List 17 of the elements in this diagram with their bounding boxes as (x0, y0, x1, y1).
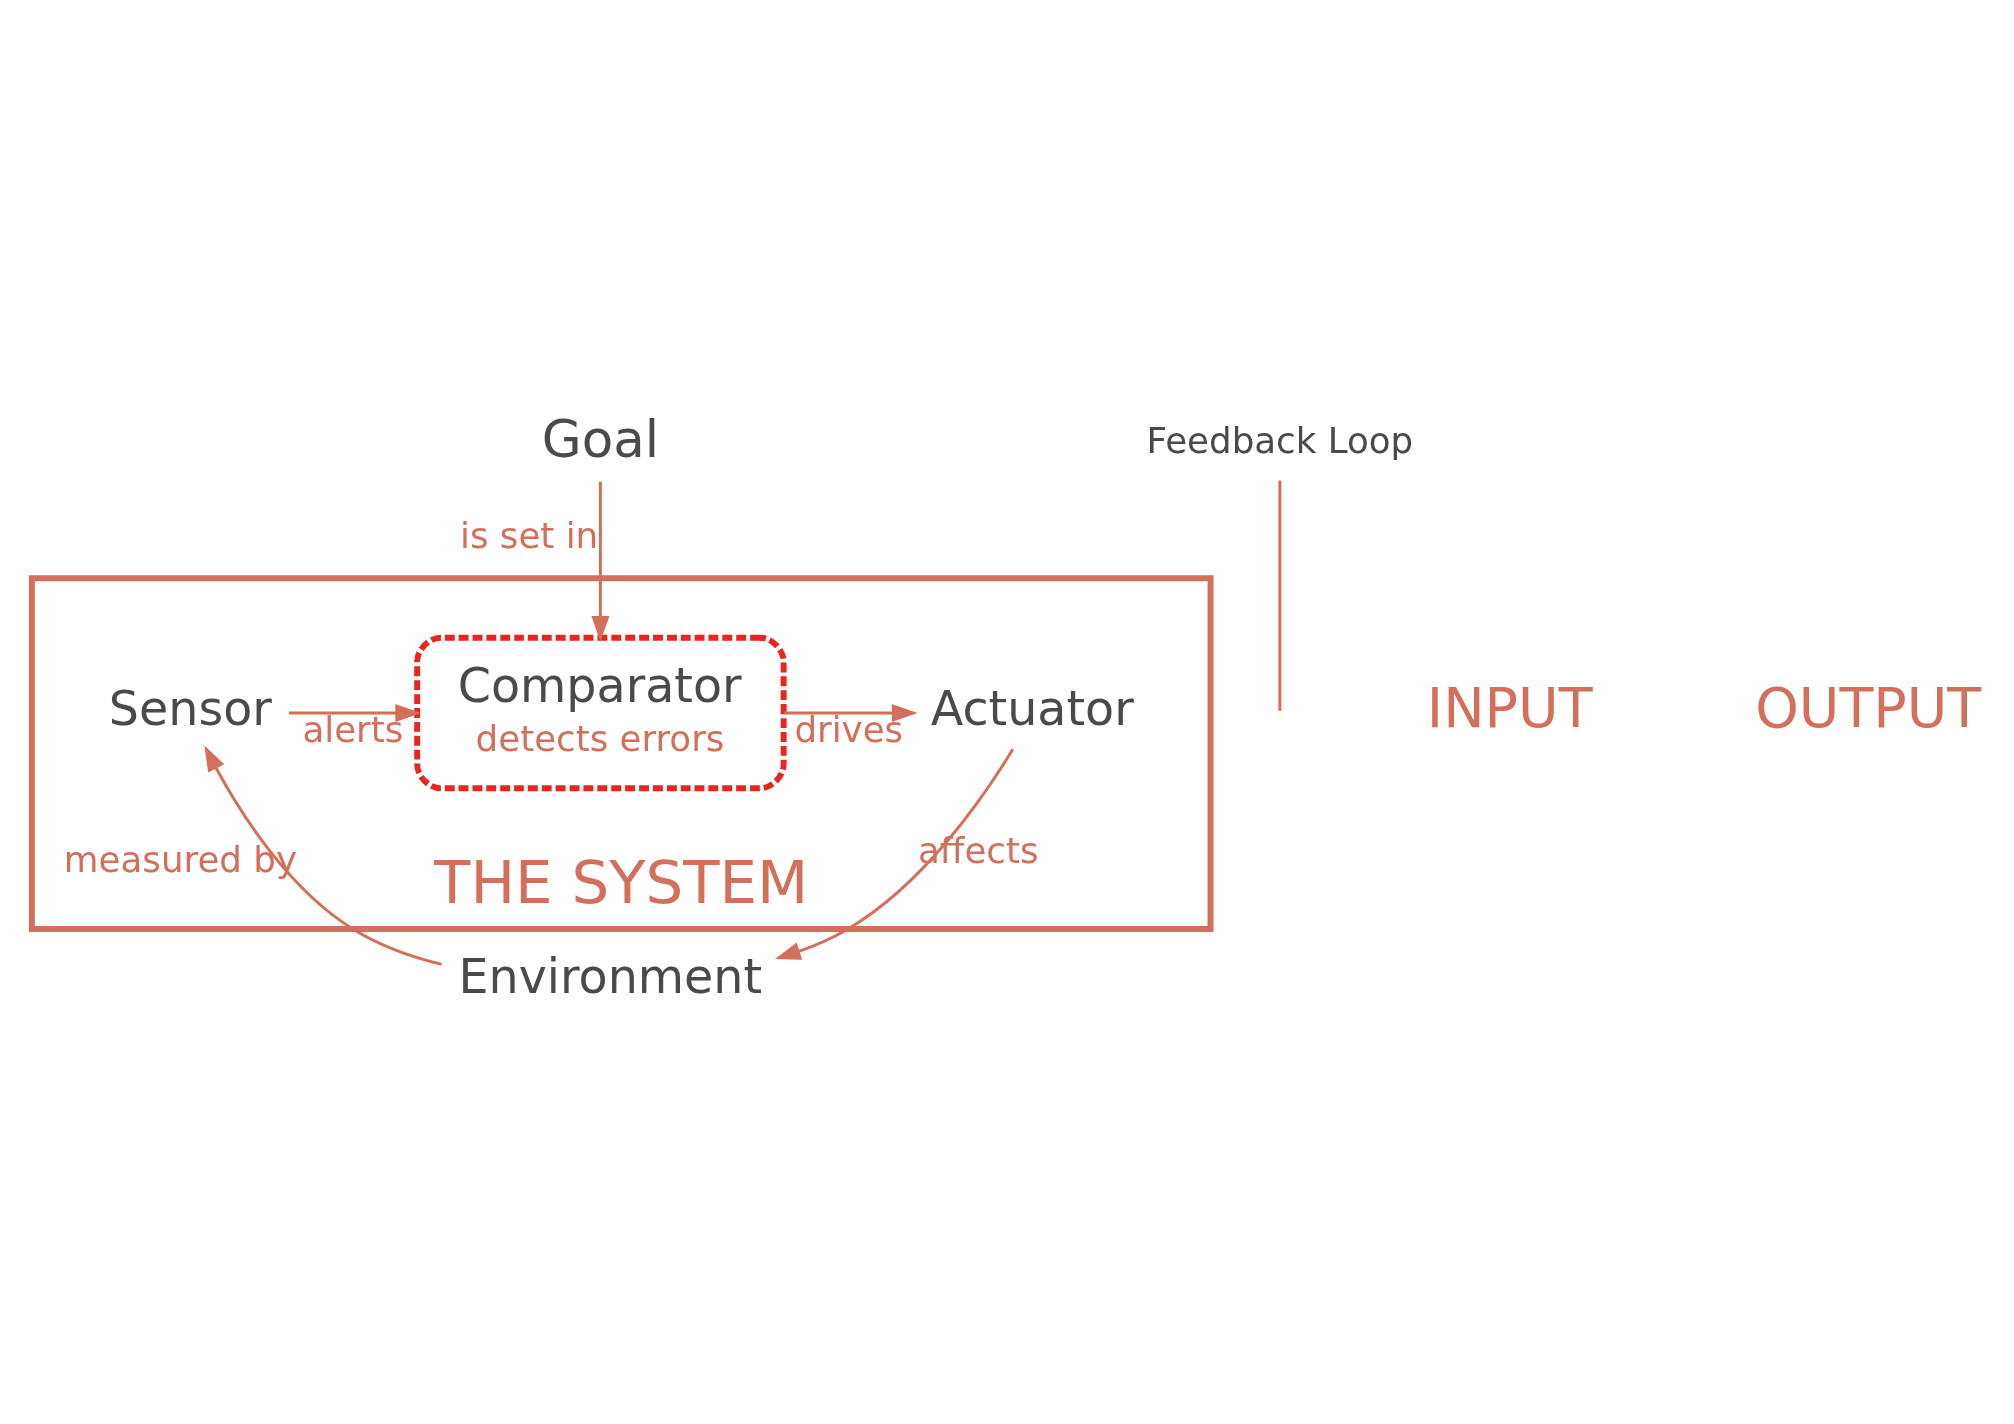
node-text: Environment (458, 948, 763, 1004)
arrow (204, 745, 442, 966)
edge-label: drives (794, 708, 904, 750)
node-text: Sensor (108, 681, 272, 737)
edge-label: is set in (460, 515, 599, 557)
label: OUTPUT (1755, 675, 1982, 740)
node-box: Comparator detects errors (414, 634, 787, 792)
arrow (784, 703, 918, 722)
arrow (591, 481, 610, 642)
connector (1278, 480, 1282, 711)
arrow (774, 748, 1015, 960)
label: INPUT (1426, 675, 1593, 740)
edge-label: alerts (302, 708, 404, 750)
node-text: Actuator (930, 681, 1134, 737)
arrow (288, 703, 422, 722)
node-text: Feedback Loop (1146, 420, 1414, 462)
node-text: Goal (541, 409, 660, 470)
